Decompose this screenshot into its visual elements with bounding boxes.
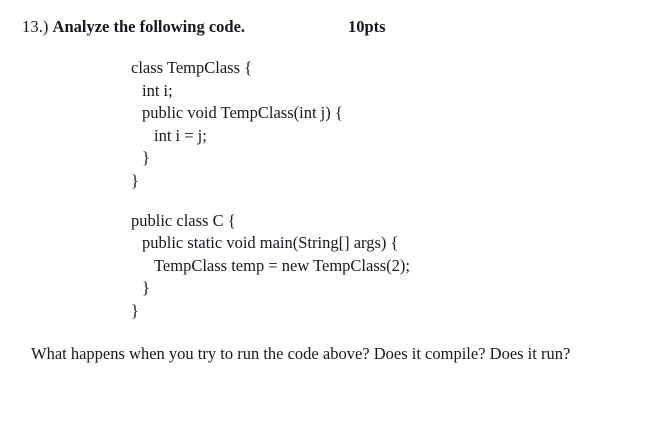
code-line: }	[131, 300, 139, 320]
code-line-blank	[131, 193, 410, 210]
question-header: 13.)Analyze the following code. 10pts	[22, 17, 622, 37]
question-title: Analyze the following code.	[52, 17, 246, 36]
code-line: class TempClass {	[131, 58, 253, 77]
question-points: 10pts	[348, 17, 386, 36]
code-line: int i = j;	[154, 125, 207, 145]
code-block: class TempClass { int i; public void TempC…	[131, 57, 410, 323]
question-number: 13.)	[22, 17, 49, 36]
question-prompt: What happens when you try to run the cod…	[31, 344, 571, 363]
code-line: int i;	[142, 80, 173, 100]
code-line: }	[142, 148, 150, 168]
code-line: TempClass temp = new TempClass(2);	[154, 255, 410, 275]
code-line: }	[131, 170, 139, 190]
code-line: public static void main(String[] args) {	[142, 233, 399, 253]
code-line: public void TempClass(int j) {	[142, 103, 343, 123]
code-line: public class C {	[131, 210, 236, 230]
code-line: }	[142, 278, 150, 298]
